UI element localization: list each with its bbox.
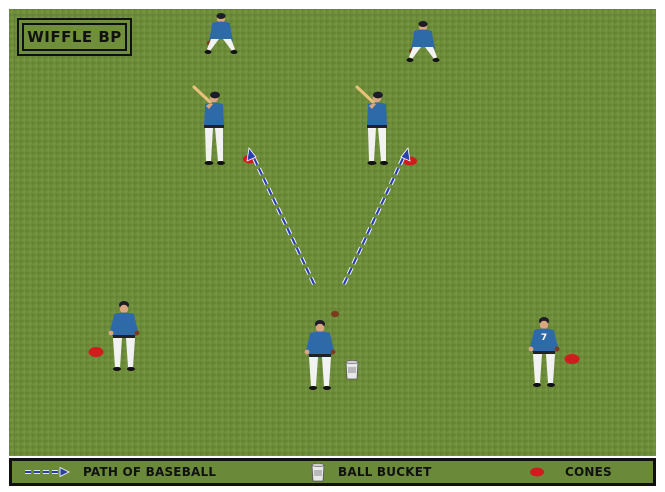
dashed-arrow-icon — [23, 466, 71, 478]
cone-left — [89, 347, 104, 357]
practice-field: 7 WIFFLE BP — [9, 9, 656, 456]
legend-bucket: BALL BUCKET — [311, 458, 431, 486]
legend-path-label: PATH OF BASEBALL — [83, 465, 216, 479]
legend-path: PATH OF BASEBALL — [23, 458, 216, 486]
ball-bucket-icon — [346, 360, 358, 379]
diagram-title: WIFFLE BP — [27, 28, 122, 46]
grass — [9, 9, 656, 456]
legend-bar: PATH OF BASEBALL BALL BUCKET CONES — [9, 458, 656, 486]
field-drawing: 7 — [9, 9, 656, 456]
ball-bucket-icon — [311, 462, 325, 482]
legend-cones: CONES — [529, 458, 612, 486]
pitcher-glove — [331, 311, 339, 317]
legend-cones-label: CONES — [565, 465, 612, 479]
legend-bucket-label: BALL BUCKET — [338, 465, 431, 479]
jersey-number: 7 — [541, 333, 547, 343]
cone-icon — [529, 466, 545, 478]
cone-right — [565, 354, 580, 364]
title-box: WIFFLE BP — [17, 18, 132, 56]
